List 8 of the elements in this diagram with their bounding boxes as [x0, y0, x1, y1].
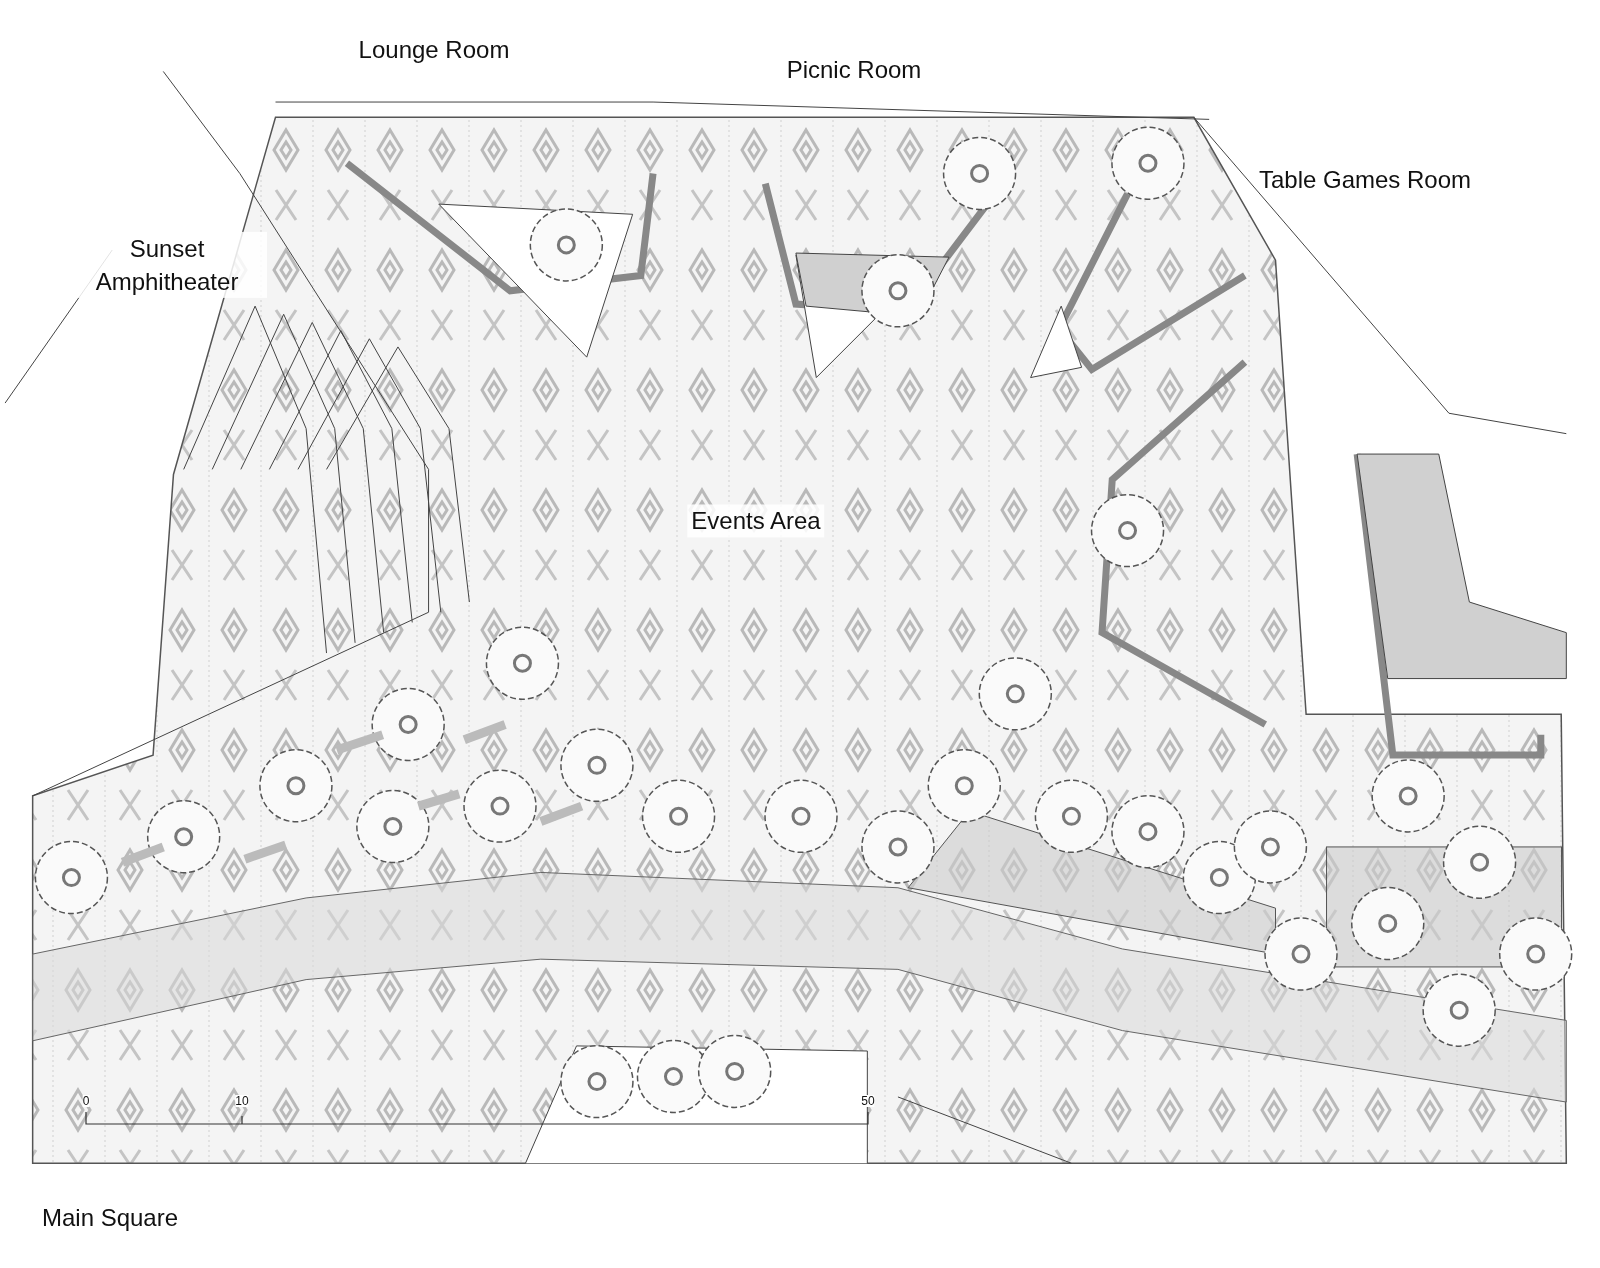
area-label: Events Area: [687, 504, 825, 538]
scale-number: 0: [82, 1095, 90, 1107]
room-label: Lounge Room: [358, 35, 510, 66]
scale-number: 50: [861, 1095, 875, 1107]
area-label: Main Square: [41, 1203, 179, 1234]
room-label: Table Games Room: [1257, 165, 1473, 196]
scale-number: 10: [235, 1095, 249, 1107]
room-label: Picnic Room: [786, 55, 922, 86]
